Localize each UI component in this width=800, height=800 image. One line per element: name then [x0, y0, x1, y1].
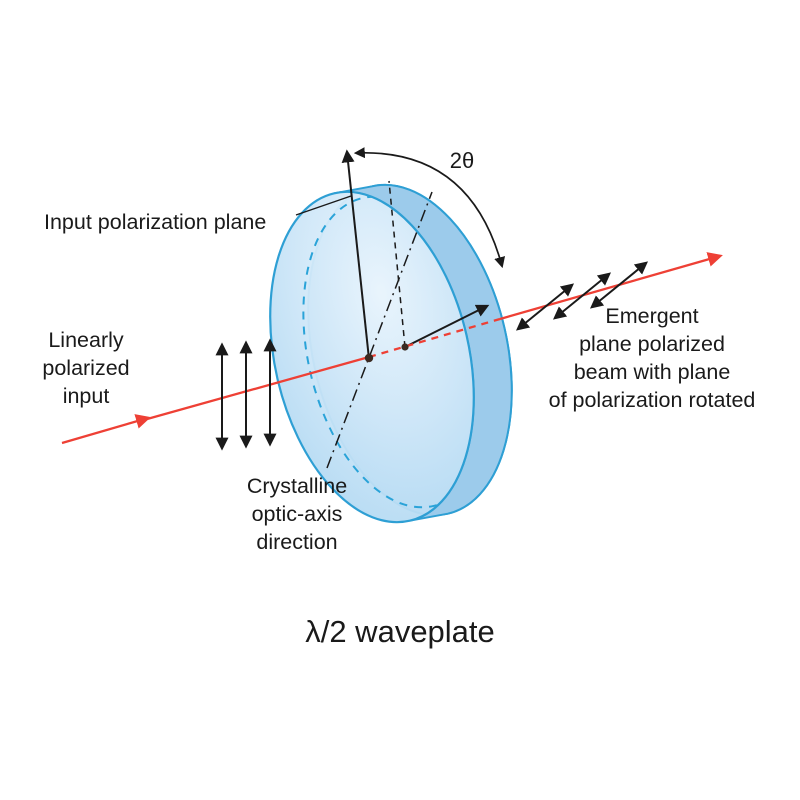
- linear-input-label-line: polarized: [42, 356, 129, 380]
- input-plane-back-dashed-line: [388, 180, 406, 348]
- emergent-polarization-arrow: [589, 261, 649, 309]
- linear-input-label: Linearly polarized input: [42, 328, 129, 408]
- back-face-center-dot: [401, 343, 409, 351]
- emergent-polarization-arrows: [515, 261, 649, 331]
- input-plane-label: Input polarization plane: [44, 210, 266, 234]
- front-face-center-dot: [364, 353, 374, 363]
- light-beam-incoming-arrow: [61, 414, 151, 445]
- optic-axis-label-line: Crystalline: [247, 474, 347, 498]
- input-polarization-arrows: [215, 338, 277, 451]
- optic-axis-label-line: optic-axis: [252, 502, 343, 526]
- diagram-title: λ/2 waveplate: [305, 614, 495, 649]
- optic-axis-label: Crystalline optic-axis direction: [247, 474, 347, 554]
- linear-input-label-line: Linearly: [48, 328, 124, 352]
- optic-axis-label-line: direction: [256, 530, 337, 554]
- angle-label: 2θ: [450, 148, 474, 173]
- emergent-beam-label-line: Emergent: [605, 304, 698, 328]
- emergent-beam-label: Emergent plane polarized beam with plane…: [549, 304, 756, 412]
- emergent-polarization-arrow: [515, 283, 575, 331]
- emergent-beam-label-line: of polarization rotated: [549, 388, 756, 412]
- light-beam-incoming: [139, 355, 370, 423]
- light-beam-inside-dashed: [368, 317, 501, 359]
- angle-2theta-arc: [353, 147, 506, 269]
- emergent-beam-label-line: plane polarized: [579, 332, 725, 356]
- input-plane-label-pointer: [295, 195, 352, 216]
- linear-input-label-line: input: [63, 384, 110, 408]
- emergent-polarization-plane-line: [404, 304, 490, 348]
- emergent-polarization-arrow: [552, 272, 612, 320]
- emergent-beam-label-line: beam with plane: [574, 360, 731, 384]
